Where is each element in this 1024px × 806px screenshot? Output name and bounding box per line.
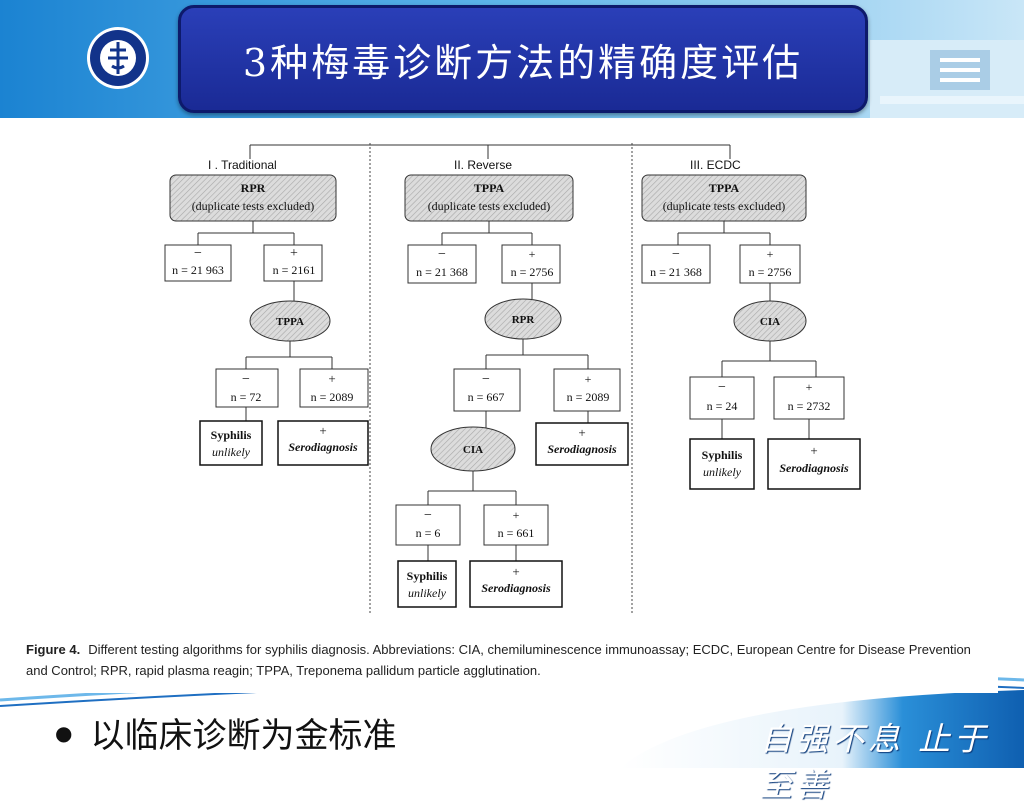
label-rpr: RPR [241, 181, 266, 195]
figure-panel: I . Traditional RPR (duplicate tests exc… [18, 123, 998, 693]
box-rpr-neg [164, 244, 232, 282]
box-syphilis-unlikely [397, 560, 457, 608]
sign-plus: + [767, 247, 774, 261]
bullet-text: 以临床诊断为金标准 [90, 716, 397, 756]
count-tppa-neg: n = 21 368 [416, 265, 468, 279]
box-cia-pos [773, 376, 845, 420]
hospital-logo-icon [87, 27, 149, 89]
caption-text: Different testing algorithms for syphili… [26, 642, 971, 678]
outcome-unlikely: unlikely [408, 586, 447, 600]
box-cia-pos [483, 504, 549, 546]
box-syphilis-unlikely [689, 438, 755, 490]
box-tppa-neg [641, 244, 711, 284]
label-cia: CIA [463, 444, 483, 456]
box-serodiagnosis [277, 420, 369, 466]
outcome-syphilis: Syphilis [407, 569, 448, 583]
box-serodiagnosis [767, 438, 861, 490]
sign-minus: − [438, 247, 446, 262]
count-cia-pos: n = 661 [498, 526, 535, 540]
count-tppa-neg: n = 72 [231, 390, 262, 404]
box-tppa-neg [215, 368, 279, 408]
box-cia-neg [395, 504, 461, 546]
outcome-syphilis: Syphilis [211, 428, 252, 442]
outcome-serodiagnosis: Serodiagnosis [547, 442, 617, 456]
count-cia-pos: n = 2732 [788, 399, 831, 413]
count-cia-neg: n = 24 [707, 399, 738, 413]
count-rpr-pos: n = 2089 [567, 390, 610, 404]
sign-plus: + [578, 425, 585, 440]
sign-plus: + [513, 508, 520, 522]
outcome-unlikely: unlikely [703, 465, 742, 479]
sign-plus: + [290, 246, 298, 261]
count-tppa-pos: n = 2756 [511, 265, 554, 279]
slide-title: 3种梅毒诊断方法的精确度评估 [178, 5, 868, 113]
flowchart: I . Traditional RPR (duplicate tests exc… [164, 143, 861, 613]
count-cia-neg: n = 6 [416, 526, 441, 540]
sign-plus: + [328, 371, 335, 386]
count-tppa-pos: n = 2089 [311, 390, 354, 404]
box-rpr-pos [263, 244, 323, 282]
sign-minus: − [194, 246, 202, 261]
header-ecdc: III. ECDC [690, 158, 741, 172]
count-tppa-pos: n = 2756 [749, 265, 792, 279]
label-dup-note: (duplicate tests excluded) [192, 199, 315, 213]
box-syphilis-unlikely [199, 420, 263, 466]
outcome-syphilis: Syphilis [702, 448, 743, 462]
box-serodiagnosis [469, 560, 563, 608]
label-dup-note: (duplicate tests excluded) [428, 199, 551, 213]
figure-caption: Figure 4.Different testing algorithms fo… [26, 639, 992, 681]
label-tppa: TPPA [474, 181, 505, 195]
box-rpr-pos [553, 368, 621, 412]
box-tppa-pos [739, 244, 801, 284]
count-rpr-neg: n = 667 [468, 390, 505, 404]
box-rpr-neg [453, 368, 521, 412]
sign-minus: − [672, 247, 680, 262]
sign-plus: + [512, 564, 519, 579]
count-tppa-neg: n = 21 368 [650, 265, 702, 279]
label-tppa: TPPA [709, 181, 740, 195]
sign-minus: − [718, 380, 726, 395]
sign-plus: + [810, 443, 817, 458]
box-cia-neg [689, 376, 755, 420]
label-rpr: RPR [512, 314, 536, 326]
box-tppa-neg [407, 244, 477, 284]
outcome-serodiagnosis: Serodiagnosis [779, 461, 849, 475]
count-rpr-neg: n = 21 963 [172, 263, 224, 277]
box-tppa-pos [299, 368, 369, 408]
label-dup-note: (duplicate tests excluded) [663, 199, 786, 213]
sign-plus: + [529, 247, 536, 261]
count-rpr-pos: n = 2161 [273, 263, 316, 277]
sign-plus: + [806, 380, 813, 394]
bullet-dot: ● [55, 720, 73, 745]
sign-minus: − [242, 372, 250, 387]
outcome-unlikely: unlikely [212, 445, 251, 459]
caption-label: Figure 4. [26, 642, 81, 657]
box-tppa-pos [501, 244, 561, 284]
label-tppa: TPPA [276, 316, 304, 328]
motto-calligraphy: 自强不息 止于至善 [760, 720, 991, 804]
outcome-serodiagnosis: Serodiagnosis [288, 440, 358, 454]
sign-minus: − [482, 372, 490, 387]
label-cia: CIA [760, 316, 780, 328]
box-serodiagnosis-mid [535, 422, 629, 466]
header-reverse: II. Reverse [454, 158, 512, 172]
bullet-item: ● 以临床诊断为金标准 [55, 708, 396, 757]
outcome-serodiagnosis: Serodiagnosis [481, 581, 551, 595]
sign-plus: + [585, 372, 592, 386]
header-traditional: I . Traditional [208, 158, 277, 172]
sign-minus: − [424, 508, 432, 523]
sign-plus: + [319, 423, 326, 438]
